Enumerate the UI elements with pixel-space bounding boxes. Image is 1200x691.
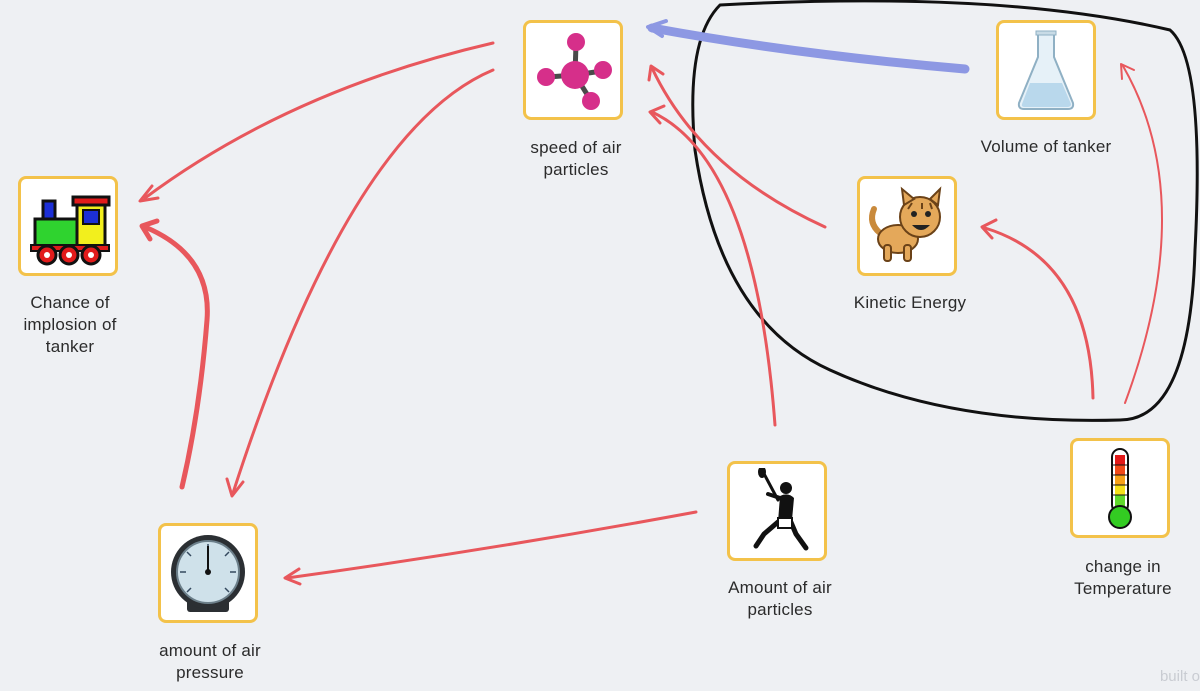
molecule-icon xyxy=(537,33,612,110)
flask-icon xyxy=(1017,30,1075,110)
edge-volume-to-speed xyxy=(647,23,970,74)
edge-amount-to-speed xyxy=(650,110,777,427)
node-kinetic-energy[interactable] xyxy=(857,176,957,276)
arrowhead-kinetic-to-speed xyxy=(647,64,665,82)
edge-speed-to-implosion xyxy=(143,41,495,200)
node-amount-of-air-particles[interactable] xyxy=(727,461,827,561)
node-amount-of-air-pressure[interactable] xyxy=(158,523,258,623)
node-label-volume: Volume of tanker xyxy=(980,137,1112,156)
built-with-watermark: built o xyxy=(1159,668,1200,685)
node-chance-of-implosion[interactable] xyxy=(18,176,118,276)
arrowhead-pressure-to-implosion xyxy=(139,218,160,242)
arrowhead-temperature-to-volume xyxy=(1120,63,1135,80)
arrowhead-amount-to-speed xyxy=(648,104,666,125)
node-volume-of-tanker[interactable] xyxy=(996,20,1096,120)
arrowhead-volume-to-speed xyxy=(646,19,668,38)
edge-pressure-to-implosion xyxy=(142,224,210,490)
edge-kinetic-to-speed xyxy=(650,66,827,229)
arrowhead-speed-to-implosion xyxy=(138,184,160,203)
edge-temperature-to-volume xyxy=(1122,65,1163,404)
train-icon xyxy=(30,195,111,266)
node-label-speed: speed of air particles xyxy=(530,138,622,179)
node-speed-of-air-particles[interactable] xyxy=(523,20,623,120)
thermometer-icon xyxy=(1108,448,1132,529)
node-change-in-temperature[interactable] xyxy=(1070,438,1170,538)
node-label-kinetic: Kinetic Energy xyxy=(853,293,967,312)
edge-temperature-to-kinetic xyxy=(983,226,1095,400)
edge-speed-to-pressure xyxy=(231,68,495,495)
arrowhead-amount-to-pressure xyxy=(283,567,302,586)
feedback-loop-outline xyxy=(691,0,1199,422)
node-label-amount: Amount of air particles xyxy=(728,578,832,619)
pressure-gauge-icon xyxy=(171,535,245,612)
arrowhead-speed-to-pressure xyxy=(225,477,245,498)
arrowhead-temperature-to-kinetic xyxy=(980,218,998,240)
hurling-player-icon xyxy=(753,468,809,551)
node-label-temperature: change in Temperature xyxy=(1074,557,1172,598)
cat-icon xyxy=(869,186,942,262)
node-label-pressure: amount of air pressure xyxy=(159,641,261,682)
edge-amount-to-pressure xyxy=(285,510,698,580)
node-label-implosion: Chance of implosion of tanker xyxy=(23,293,117,356)
